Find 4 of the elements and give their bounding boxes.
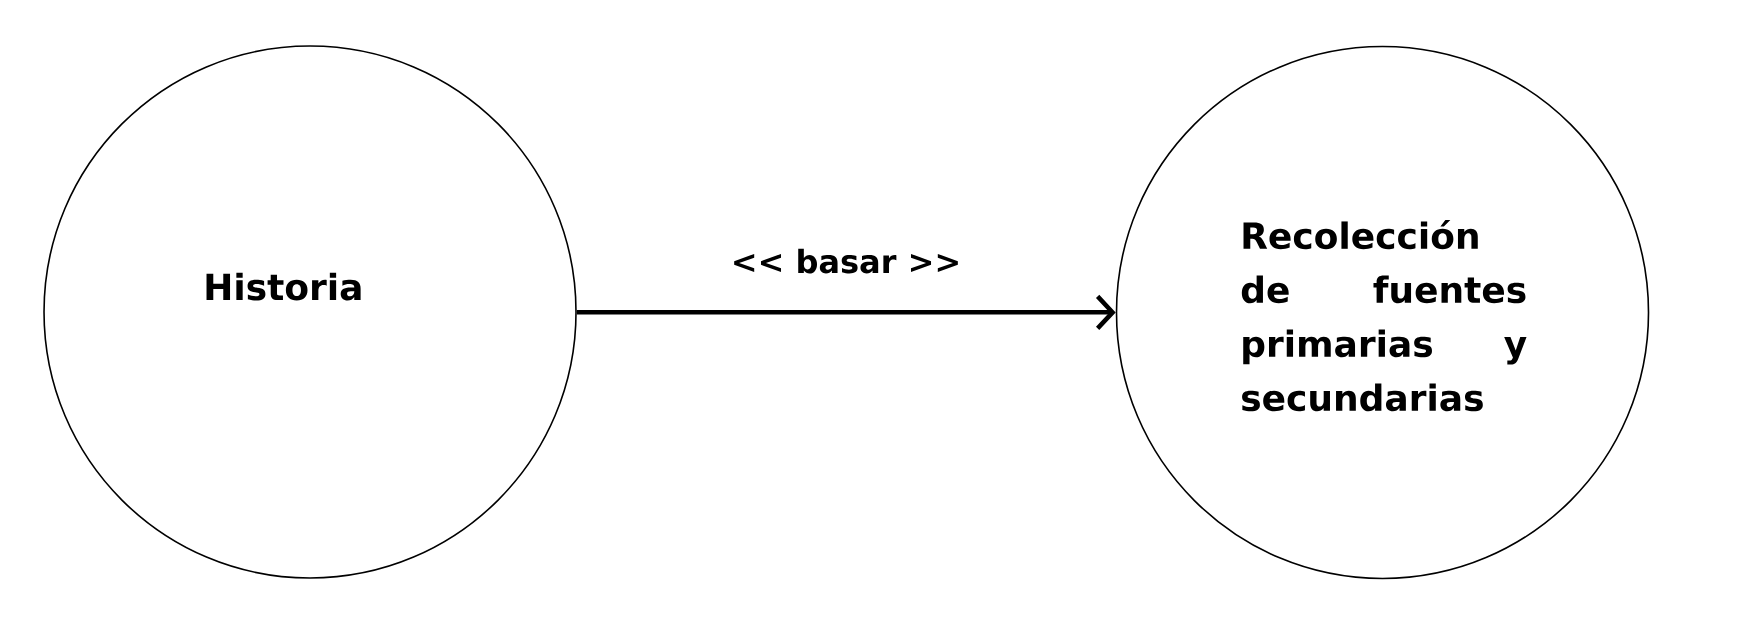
circle-node: Historia — [43, 45, 577, 579]
circle-node: Recolección de fuentes primarias y secundarias — [1115, 45, 1650, 580]
arrow — [576, 294, 1116, 330]
edge-label: << basar >> — [728, 246, 964, 276]
